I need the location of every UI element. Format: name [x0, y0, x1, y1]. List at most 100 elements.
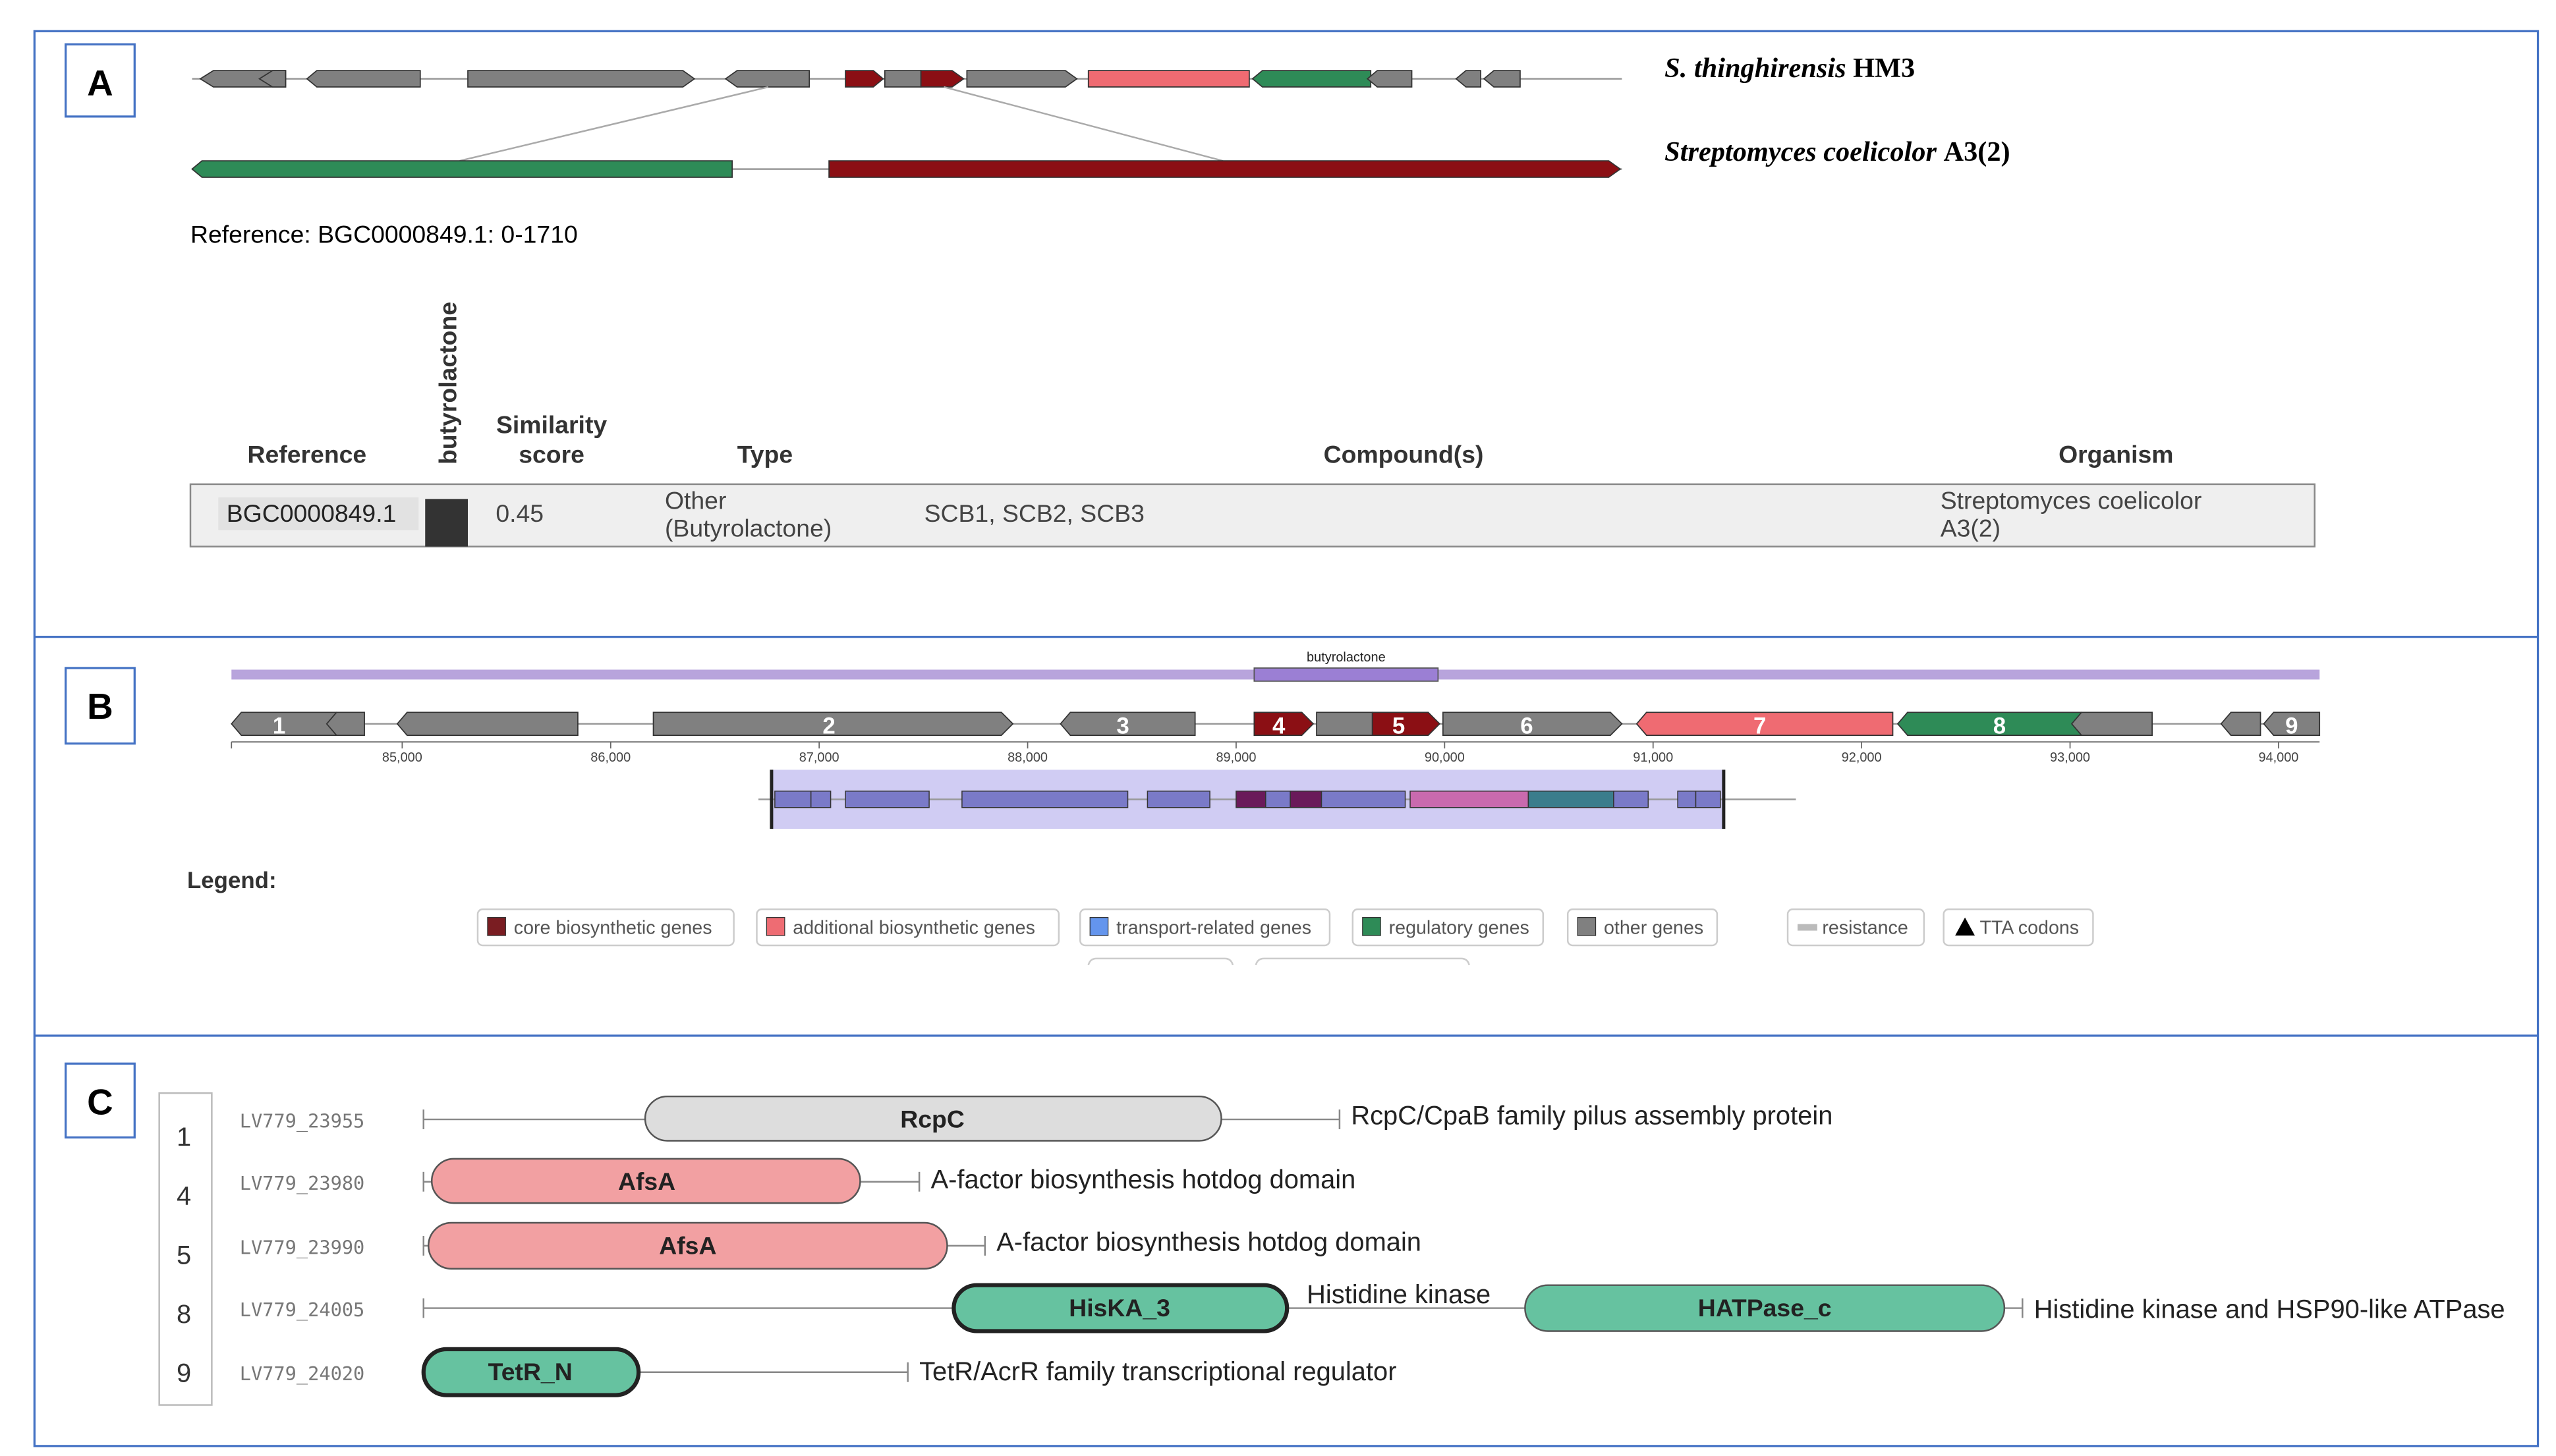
legend-row-cutoff	[1087, 957, 1234, 966]
gene-number: 2	[822, 714, 835, 739]
query-gene-core[interactable]	[845, 70, 884, 88]
legend-item-other[interactable]: other genes	[1566, 908, 1718, 947]
query-gene[interactable]	[724, 70, 810, 88]
legend-label: core biosynthetic genes	[514, 918, 712, 939]
zoom-view[interactable]	[758, 770, 1796, 829]
gene-4[interactable]	[1253, 712, 1315, 736]
locus-tag: LV779_24020	[240, 1362, 365, 1386]
zoom-gene[interactable]	[1147, 791, 1210, 808]
domain-pill[interactable]	[644, 1095, 1222, 1142]
legend-title: Legend:	[187, 868, 277, 893]
zoom-gene[interactable]	[1695, 791, 1721, 808]
query-gene-additional[interactable]	[1087, 70, 1250, 88]
zoom-gene-core[interactable]	[1290, 791, 1322, 808]
gene[interactable]	[2220, 712, 2261, 736]
zoom-gene-additional[interactable]	[1409, 791, 1529, 808]
locus-tag: LV779_23955	[240, 1110, 365, 1133]
legend-label: other genes	[1604, 918, 1703, 939]
gene-number: 1	[273, 714, 285, 739]
legend-item-transport[interactable]: transport-related genes	[1079, 908, 1331, 947]
table-row[interactable]: BGC0000849.1 0.45 Other (Butyrolactone) …	[189, 483, 2315, 547]
zoom-gene[interactable]	[845, 791, 930, 808]
reference-gene-regulatory[interactable]	[191, 160, 733, 178]
query-gene[interactable]	[306, 70, 421, 88]
zoom-gene[interactable]	[1677, 791, 1697, 808]
gene-number: 7	[1753, 714, 1766, 739]
query-gene-core[interactable]	[920, 70, 965, 88]
cell-type-2: (Butyrolactone)	[665, 515, 832, 542]
reference-gene-core[interactable]	[828, 160, 1622, 178]
zoom-gene[interactable]	[1265, 791, 1291, 808]
panel-b: B butyrolactone 1 2 3 4 5 6	[65, 650, 2321, 966]
reference-text: Reference: BGC0000849.1: 0-1710	[190, 221, 578, 248]
domain-pill[interactable]	[430, 1158, 861, 1204]
legend-swatch	[766, 917, 785, 936]
zoom-gene-core[interactable]	[1235, 791, 1266, 808]
query-gene[interactable]	[1455, 70, 1482, 88]
zoom-gene[interactable]	[774, 791, 812, 808]
axis-tick-label: 88,000	[1008, 750, 1048, 765]
gene-7[interactable]	[1635, 712, 1894, 736]
cell-type-1: Other	[665, 486, 726, 514]
domain-label: HisKA_3	[1069, 1294, 1170, 1322]
domain-row[interactable]: 8 LV779_24005 HisKA_3 Histidine kinase H…	[177, 1280, 2505, 1333]
domain-row[interactable]: 4 LV779_23980 AfsA A-factor biosynthesis…	[177, 1158, 1355, 1211]
gene-9[interactable]	[2263, 712, 2321, 736]
query-gene[interactable]	[884, 70, 922, 88]
gene-number: 8	[1993, 714, 2006, 739]
axis-tick-label: 90,000	[1425, 750, 1465, 765]
row-number: 8	[177, 1300, 191, 1329]
axis-tick-label: 93,000	[2050, 750, 2090, 765]
zoom-gene[interactable]	[1613, 791, 1649, 808]
legend-item-regulatory[interactable]: regulatory genes	[1351, 908, 1545, 947]
domain-row[interactable]: 1 LV779_23955 RcpC RcpC/CpaB family pilu…	[177, 1095, 1832, 1152]
gene-8[interactable]	[1896, 712, 2082, 736]
legend-item-additional[interactable]: additional biosynthetic genes	[756, 908, 1060, 947]
gene-5[interactable]	[1371, 712, 1441, 736]
query-gene[interactable]	[1483, 70, 1521, 88]
region-label: butyrolactone	[1307, 650, 1386, 665]
legend-swatch	[1577, 917, 1597, 936]
axis-tick-label: 86,000	[590, 750, 631, 765]
query-gene-regulatory[interactable]	[1251, 70, 1372, 88]
legend-button-bg	[1786, 908, 1925, 947]
gene[interactable]	[396, 712, 579, 736]
gene-3[interactable]	[1060, 712, 1196, 736]
domain-row[interactable]: 5 LV779_23990 AfsA A-factor biosynthesis…	[177, 1221, 1421, 1270]
legend-item-core[interactable]: core biosynthetic genes	[476, 908, 735, 947]
zoom-gene[interactable]	[961, 791, 1129, 808]
panel-a-label-box	[65, 43, 136, 118]
query-gene[interactable]	[966, 70, 1078, 88]
query-gene[interactable]	[467, 70, 696, 88]
cell-organism-2: A3(2)	[1941, 515, 2001, 542]
domain-pill[interactable]	[1524, 1284, 2006, 1332]
organism-1-label: S. thinghirensis HM3	[1664, 53, 1915, 84]
zoom-gene[interactable]	[1321, 791, 1406, 808]
legend-item-tta[interactable]: TTA codons	[1943, 908, 2094, 947]
domain-pill[interactable]	[427, 1221, 948, 1270]
cell-compounds: SCB1, SCB2, SCB3	[924, 499, 1145, 527]
axis-tick-label: 92,000	[1842, 750, 1882, 765]
domain-description: Histidine kinase	[1307, 1280, 1491, 1309]
gene[interactable]	[1316, 712, 1373, 736]
gene[interactable]	[2070, 712, 2153, 736]
zoom-gene[interactable]	[810, 791, 832, 808]
legend-item-resistance[interactable]: resistance	[1786, 908, 1925, 947]
axis-tick-label: 91,000	[1633, 750, 1673, 765]
protocluster-bar[interactable]	[1253, 667, 1439, 682]
legend-label: resistance	[1822, 918, 1908, 939]
gene[interactable]	[326, 712, 365, 736]
domain-pill[interactable]	[951, 1283, 1290, 1333]
zoom-gene-regulatory[interactable]	[1527, 791, 1614, 808]
query-gene[interactable]	[258, 70, 287, 88]
domain-pill[interactable]	[421, 1347, 641, 1397]
query-gene[interactable]	[1366, 70, 1413, 88]
gene-6[interactable]	[1442, 712, 1623, 736]
legend-button-bg	[756, 908, 1060, 947]
domain-label: HATPase_c	[1698, 1294, 1832, 1322]
legend-button-bg	[476, 908, 735, 947]
gene-2[interactable]	[652, 712, 1014, 736]
domain-row[interactable]: 9 LV779_24020 TetR_N TetR/AcrR family tr…	[177, 1347, 1397, 1397]
cell-reference[interactable]: BGC0000849.1	[227, 499, 397, 527]
table-row-bg	[189, 483, 2315, 547]
